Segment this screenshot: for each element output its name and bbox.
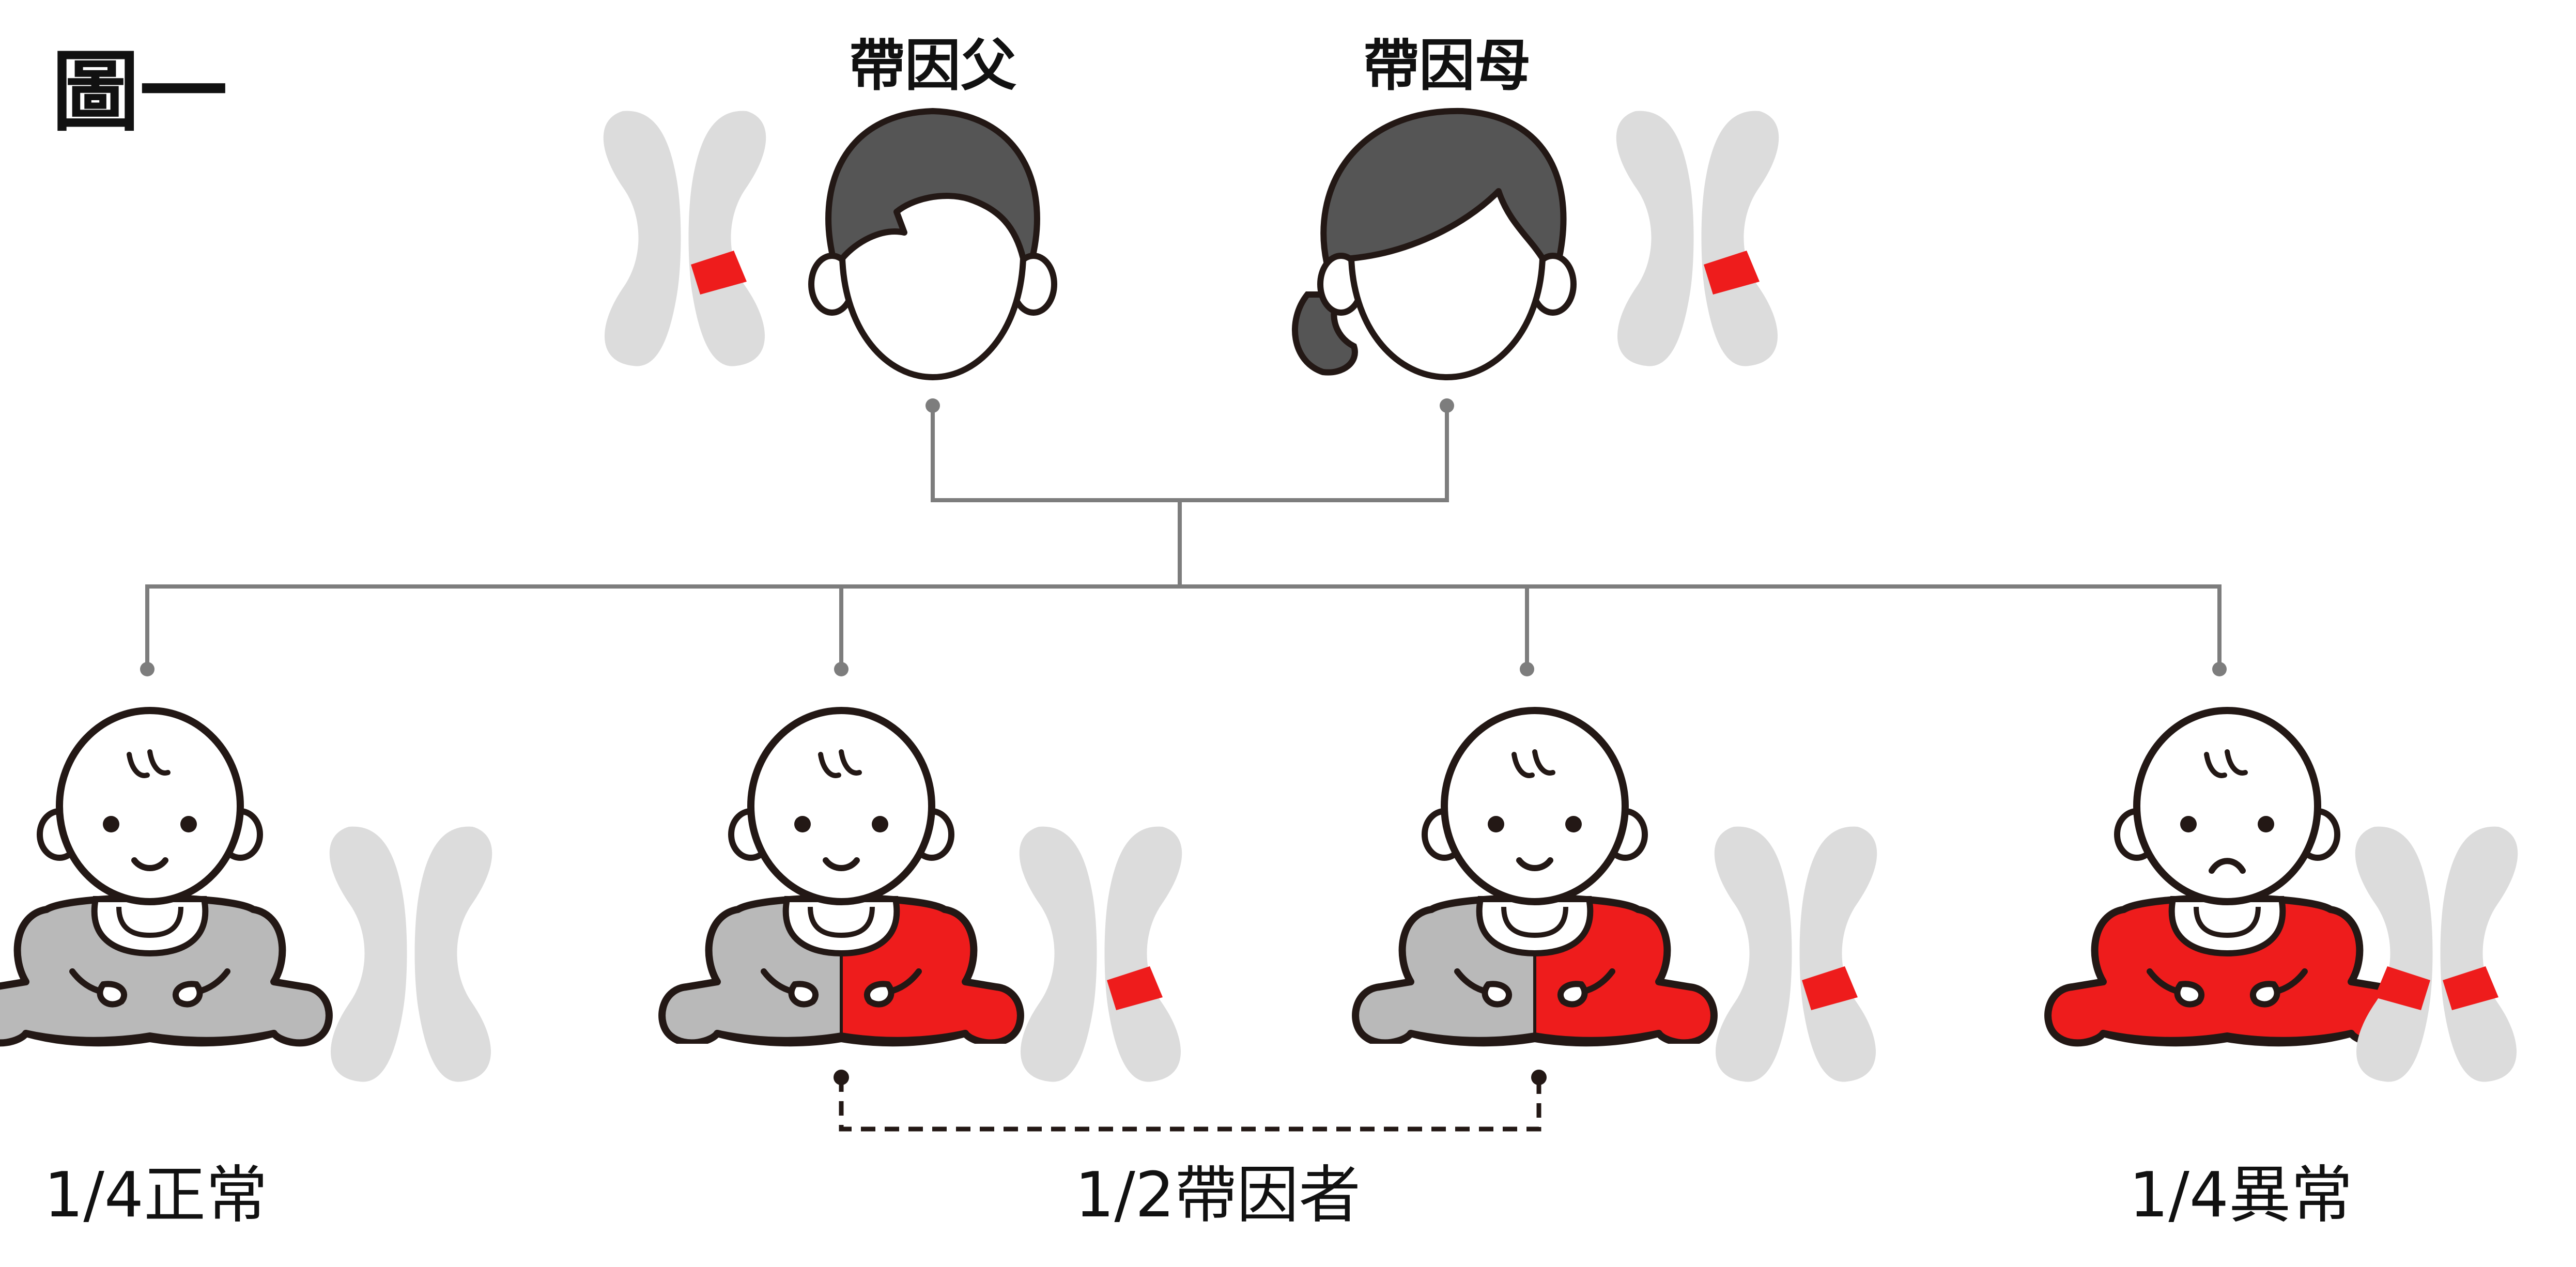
mother-label: 帶因母 bbox=[1363, 34, 1531, 98]
mother-head bbox=[1292, 107, 1577, 380]
child-normal-chromosome bbox=[329, 826, 492, 1082]
pedigree-connectors bbox=[145, 406, 2222, 669]
baby-normal bbox=[0, 710, 329, 1043]
baby-carrier-2 bbox=[1355, 710, 1714, 1043]
father-label: 帶因父 bbox=[849, 34, 1016, 98]
child-carrier-2-chromosome bbox=[1714, 826, 1877, 1082]
child-affected-chromosome bbox=[2355, 826, 2518, 1082]
connector-dots bbox=[140, 398, 2227, 676]
father-chromosome bbox=[603, 111, 766, 366]
baby-affected bbox=[2048, 710, 2407, 1043]
carrier-children-label: 1/2帶因者 bbox=[1075, 1160, 1361, 1231]
father-head bbox=[808, 107, 1057, 380]
child-carrier-1-chromosome bbox=[1019, 826, 1182, 1082]
carrier-bracket bbox=[834, 1070, 1547, 1132]
mother-chromosome bbox=[1616, 111, 1779, 366]
normal-child-label: 1/4正常 bbox=[44, 1160, 268, 1231]
affected-child-label: 1/4異常 bbox=[2129, 1160, 2353, 1231]
figure-title: 圖一 bbox=[52, 41, 228, 144]
baby-carrier-1 bbox=[662, 710, 1021, 1043]
